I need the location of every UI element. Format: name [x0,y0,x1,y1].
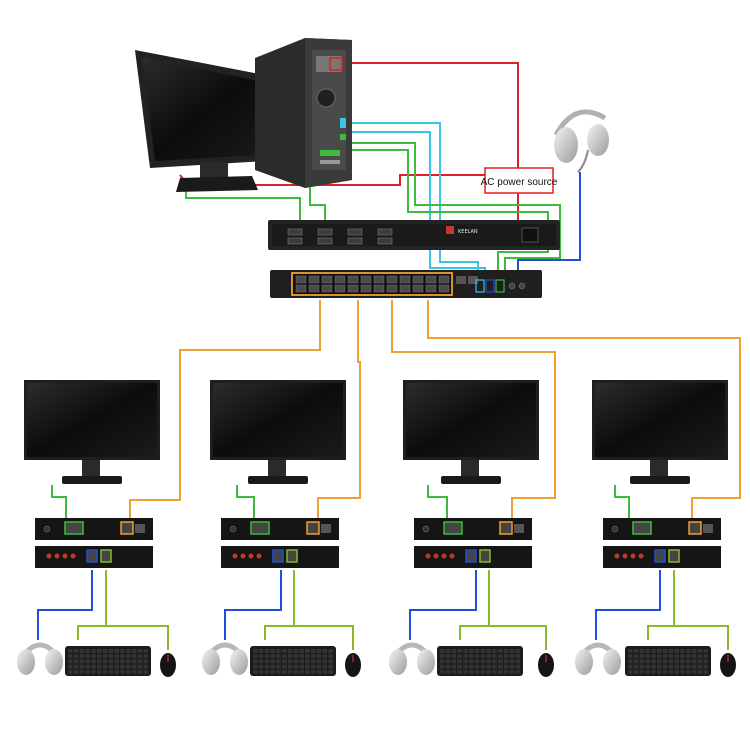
workstation-3 [389,380,554,677]
brand-label: KEELAN [458,229,478,235]
host-monitor [135,50,282,192]
workstation-1 [17,380,176,677]
workstations [17,380,736,677]
headset-cable-top [517,172,581,278]
receiver-front [414,518,532,540]
monitor-icon [24,380,160,484]
monitor-icon [403,380,539,484]
mouse-icon [345,653,361,677]
receiver-front [603,518,721,540]
headset-icon [389,642,435,675]
keyboard-icon [65,646,151,676]
headset-icon [202,642,248,675]
receiver-rear [414,546,532,568]
network-cable-4 [427,300,741,523]
power-cable-pc [340,62,519,170]
network-switch [270,270,542,298]
workstation-4 [575,380,736,677]
network-cable-1 [129,300,321,523]
mouse-icon [538,653,554,677]
receiver-rear [221,546,339,568]
monitor-icon [210,380,346,484]
keyboard-icon [250,646,336,676]
ac-power-source-label: AC power source [481,177,558,188]
network-cable-3 [391,300,556,523]
workstation-2 [202,380,361,677]
headset-icon [17,642,63,675]
headset-icon [575,642,621,675]
ac-power-source: AC power source [481,167,558,194]
keyboard-icon [625,646,711,676]
rack-extender: KEELAN [268,220,560,250]
network-cable-2 [317,300,361,523]
vga-cable-pc-2 [345,142,561,278]
keyboard-icon [437,646,523,676]
receiver-rear [35,546,153,568]
workstation-cables [37,485,729,650]
host-pc-tower [255,38,352,188]
audio-cable-1 [345,122,479,278]
network-cables [129,300,741,523]
mouse-icon [720,653,736,677]
headset-icon [553,109,609,173]
receiver-front [35,518,153,540]
receiver-rear [603,546,721,568]
vga-cable-pc-3 [345,149,549,278]
receiver-front [221,518,339,540]
monitor-icon [592,380,728,484]
mouse-icon [160,653,176,677]
